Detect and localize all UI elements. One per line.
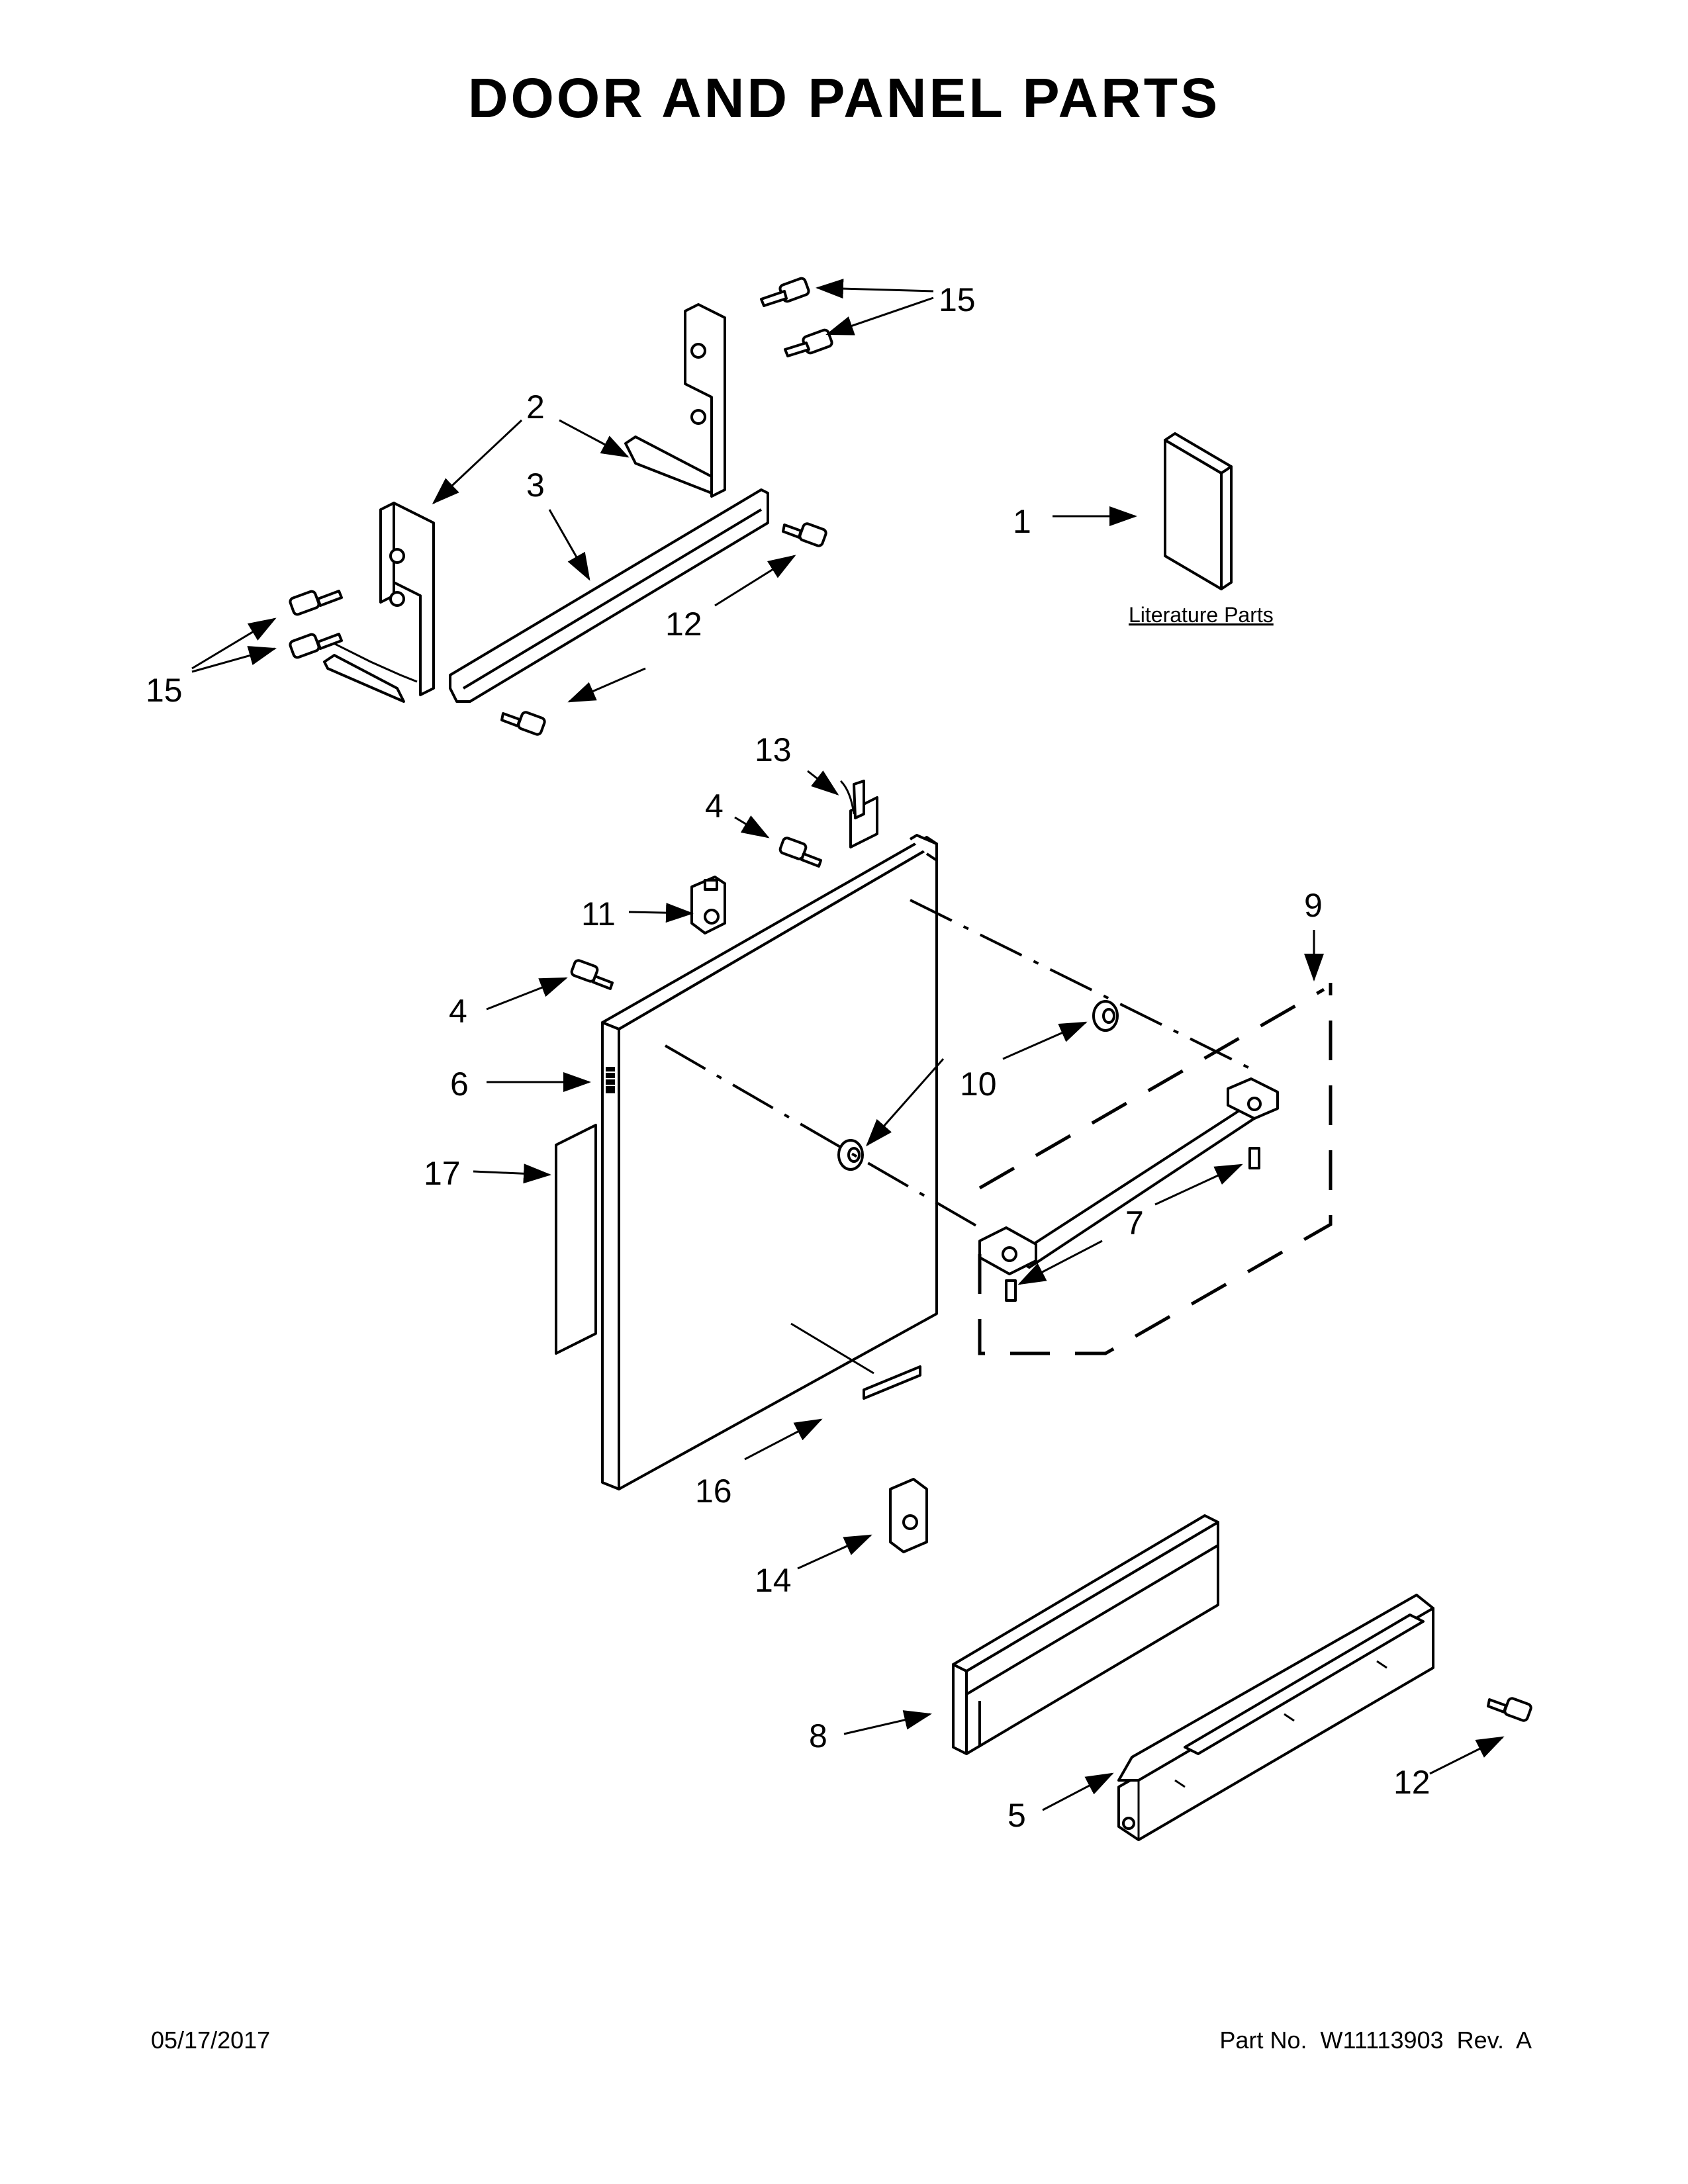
leader-line — [816, 279, 934, 299]
leader-line — [843, 1710, 932, 1735]
leader-line — [714, 555, 796, 607]
leader-line — [548, 509, 590, 581]
literature-booklet — [1164, 432, 1233, 590]
callout-15: 15 — [146, 672, 183, 709]
right-mounting-bracket — [624, 303, 726, 498]
callout-15: 15 — [939, 281, 976, 318]
door-screw — [570, 837, 822, 990]
bracket-screw — [289, 277, 833, 659]
callout-11: 11 — [581, 895, 616, 933]
callout-12: 12 — [1393, 1764, 1430, 1801]
handle-mount — [837, 1000, 1119, 1171]
leader-line — [486, 977, 568, 1011]
callout-3: 3 — [526, 467, 545, 504]
leader-line — [1042, 1772, 1114, 1811]
support-rail — [449, 488, 769, 703]
leader-line — [734, 815, 770, 839]
leader-line — [1154, 1163, 1243, 1206]
page-title: DOOR AND PANEL PARTS — [467, 67, 1221, 129]
door-panel — [601, 834, 938, 1490]
callout-1: 1 — [1013, 503, 1031, 540]
callout-8: 8 — [809, 1717, 827, 1754]
leader-line — [825, 296, 934, 336]
callout-17: 17 — [424, 1155, 461, 1192]
callout-2: 2 — [526, 388, 545, 426]
callout-16: 16 — [695, 1473, 732, 1510]
callout-13: 13 — [755, 731, 792, 768]
footer-part-number: Part No. W11113903 Rev. A — [1219, 2026, 1532, 2054]
callout-14: 14 — [755, 1562, 792, 1599]
door-gasket — [555, 1124, 597, 1355]
toe-kick-panel — [952, 1514, 1219, 1755]
leader-line — [866, 1058, 945, 1147]
callout-12: 12 — [665, 606, 702, 643]
leader-line — [797, 1534, 872, 1570]
leader-line — [807, 770, 839, 796]
cable-clip — [839, 780, 878, 848]
toe-kick-bracket — [1117, 1594, 1434, 1841]
footer-date: 05/17/2017 — [151, 2026, 271, 2054]
callout-6: 6 — [450, 1066, 469, 1103]
callout-5: 5 — [1008, 1797, 1026, 1834]
literature-parts-label: Literature Parts — [1129, 603, 1274, 627]
leader-line — [744, 1418, 823, 1461]
callout-4: 4 — [705, 788, 724, 825]
leader-line — [191, 646, 277, 673]
callout-7: 7 — [1125, 1205, 1144, 1242]
hinge-clip — [690, 876, 726, 934]
leader-line — [473, 1163, 551, 1184]
leader-line — [567, 667, 646, 703]
leader-line — [1002, 1021, 1088, 1060]
leader-line — [1017, 1240, 1103, 1285]
leader-line — [628, 903, 694, 923]
callout-10: 10 — [960, 1066, 997, 1103]
callout-4: 4 — [449, 993, 467, 1030]
spacer-clip — [889, 1478, 928, 1553]
door-vent — [606, 1067, 615, 1093]
handle-kit-outline — [978, 983, 1333, 1355]
handle-kit-outline — [978, 987, 1325, 1190]
set-screw — [1005, 1147, 1260, 1302]
leader-line — [191, 617, 277, 670]
leader-line — [1429, 1736, 1505, 1775]
door-handle — [978, 1077, 1279, 1275]
leader-line — [432, 419, 523, 505]
brand-badge — [863, 1365, 921, 1400]
left-mounting-bracket — [323, 502, 435, 703]
callout-9: 9 — [1304, 887, 1323, 924]
rail-screw — [500, 522, 1532, 1722]
leader-line — [559, 419, 630, 458]
